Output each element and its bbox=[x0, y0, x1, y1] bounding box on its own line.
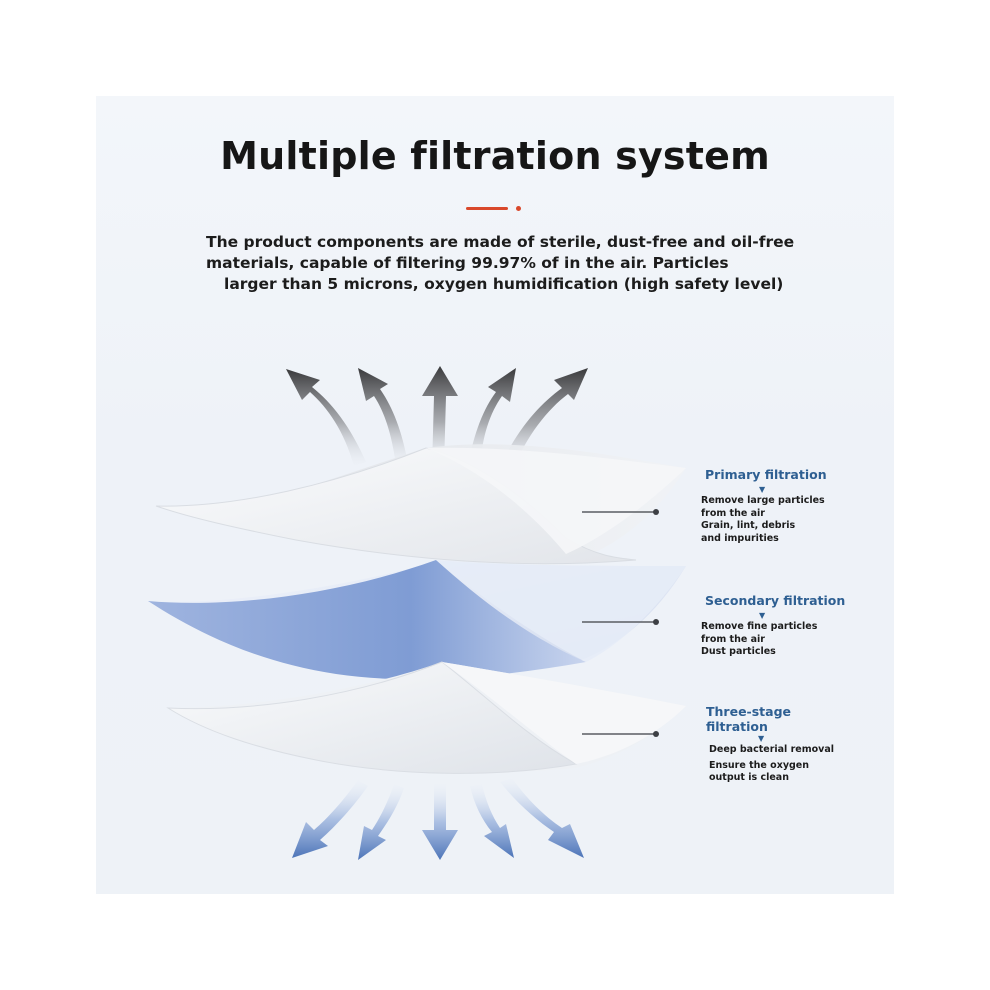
page-title: Multiple filtration system bbox=[220, 134, 770, 178]
label-line: Remove large particles bbox=[701, 495, 825, 506]
label-line: Deep bacterial removal bbox=[709, 744, 835, 755]
label-title: Secondary filtration bbox=[705, 593, 846, 608]
description-line-2: materials, capable of filtering 99.97% o… bbox=[206, 254, 729, 272]
secondary-filter-layer bbox=[148, 560, 686, 680]
down-arrow-icon bbox=[470, 784, 514, 858]
up-arrow-icon bbox=[358, 368, 408, 466]
leader-dot-three-stage bbox=[653, 731, 659, 737]
label-line: from the air bbox=[701, 507, 765, 519]
label-line: Ensure the oxygen bbox=[709, 759, 810, 771]
triangle-down-icon: ▼ bbox=[759, 485, 766, 494]
down-arrow-icon bbox=[422, 784, 458, 860]
label-three-stage-filtration: Three-stage filtration ▼ Deep bacterial … bbox=[706, 704, 834, 785]
primary-filter-layer bbox=[155, 444, 686, 565]
leader-dot-primary bbox=[653, 509, 659, 515]
up-arrow-icon bbox=[468, 368, 516, 468]
label-primary-filtration: Primary filtration ▼ Remove large partic… bbox=[701, 467, 827, 545]
label-line: output is clean bbox=[709, 772, 789, 783]
down-arrow-icon bbox=[500, 778, 584, 858]
leader-lines bbox=[582, 509, 659, 737]
up-arrow-icon bbox=[286, 369, 366, 466]
down-arrow-icon bbox=[292, 780, 368, 858]
three-stage-filter-layer bbox=[166, 661, 686, 774]
label-title-line-1: Three-stage bbox=[706, 704, 792, 719]
accent-dot bbox=[516, 206, 521, 211]
filtration-illustration bbox=[148, 366, 686, 860]
triangle-down-icon: ▼ bbox=[758, 734, 765, 743]
up-arrow-icon bbox=[422, 366, 458, 468]
down-arrow-icon bbox=[358, 784, 404, 860]
triangle-down-icon: ▼ bbox=[759, 611, 766, 620]
description-line-1: The product components are made of steri… bbox=[206, 233, 795, 251]
label-title-line-2: filtration bbox=[706, 719, 768, 734]
leader-dot-secondary bbox=[653, 619, 659, 625]
label-line: and impurities bbox=[701, 532, 779, 544]
down-arrows bbox=[292, 778, 584, 860]
description: The product components are made of steri… bbox=[206, 232, 806, 295]
label-line: Grain, lint, debris bbox=[701, 520, 796, 531]
label-line: Dust particles bbox=[701, 646, 776, 657]
label-line: Remove fine particles bbox=[701, 621, 818, 632]
accent-bar bbox=[466, 207, 508, 210]
label-secondary-filtration: Secondary filtration ▼ Remove fine parti… bbox=[701, 593, 846, 659]
label-line: from the air bbox=[701, 633, 765, 645]
label-title: Primary filtration bbox=[705, 467, 827, 482]
infographic-panel: Multiple filtration system The product c… bbox=[96, 96, 894, 894]
description-line-3: larger than 5 microns, oxygen humidifica… bbox=[224, 275, 784, 293]
